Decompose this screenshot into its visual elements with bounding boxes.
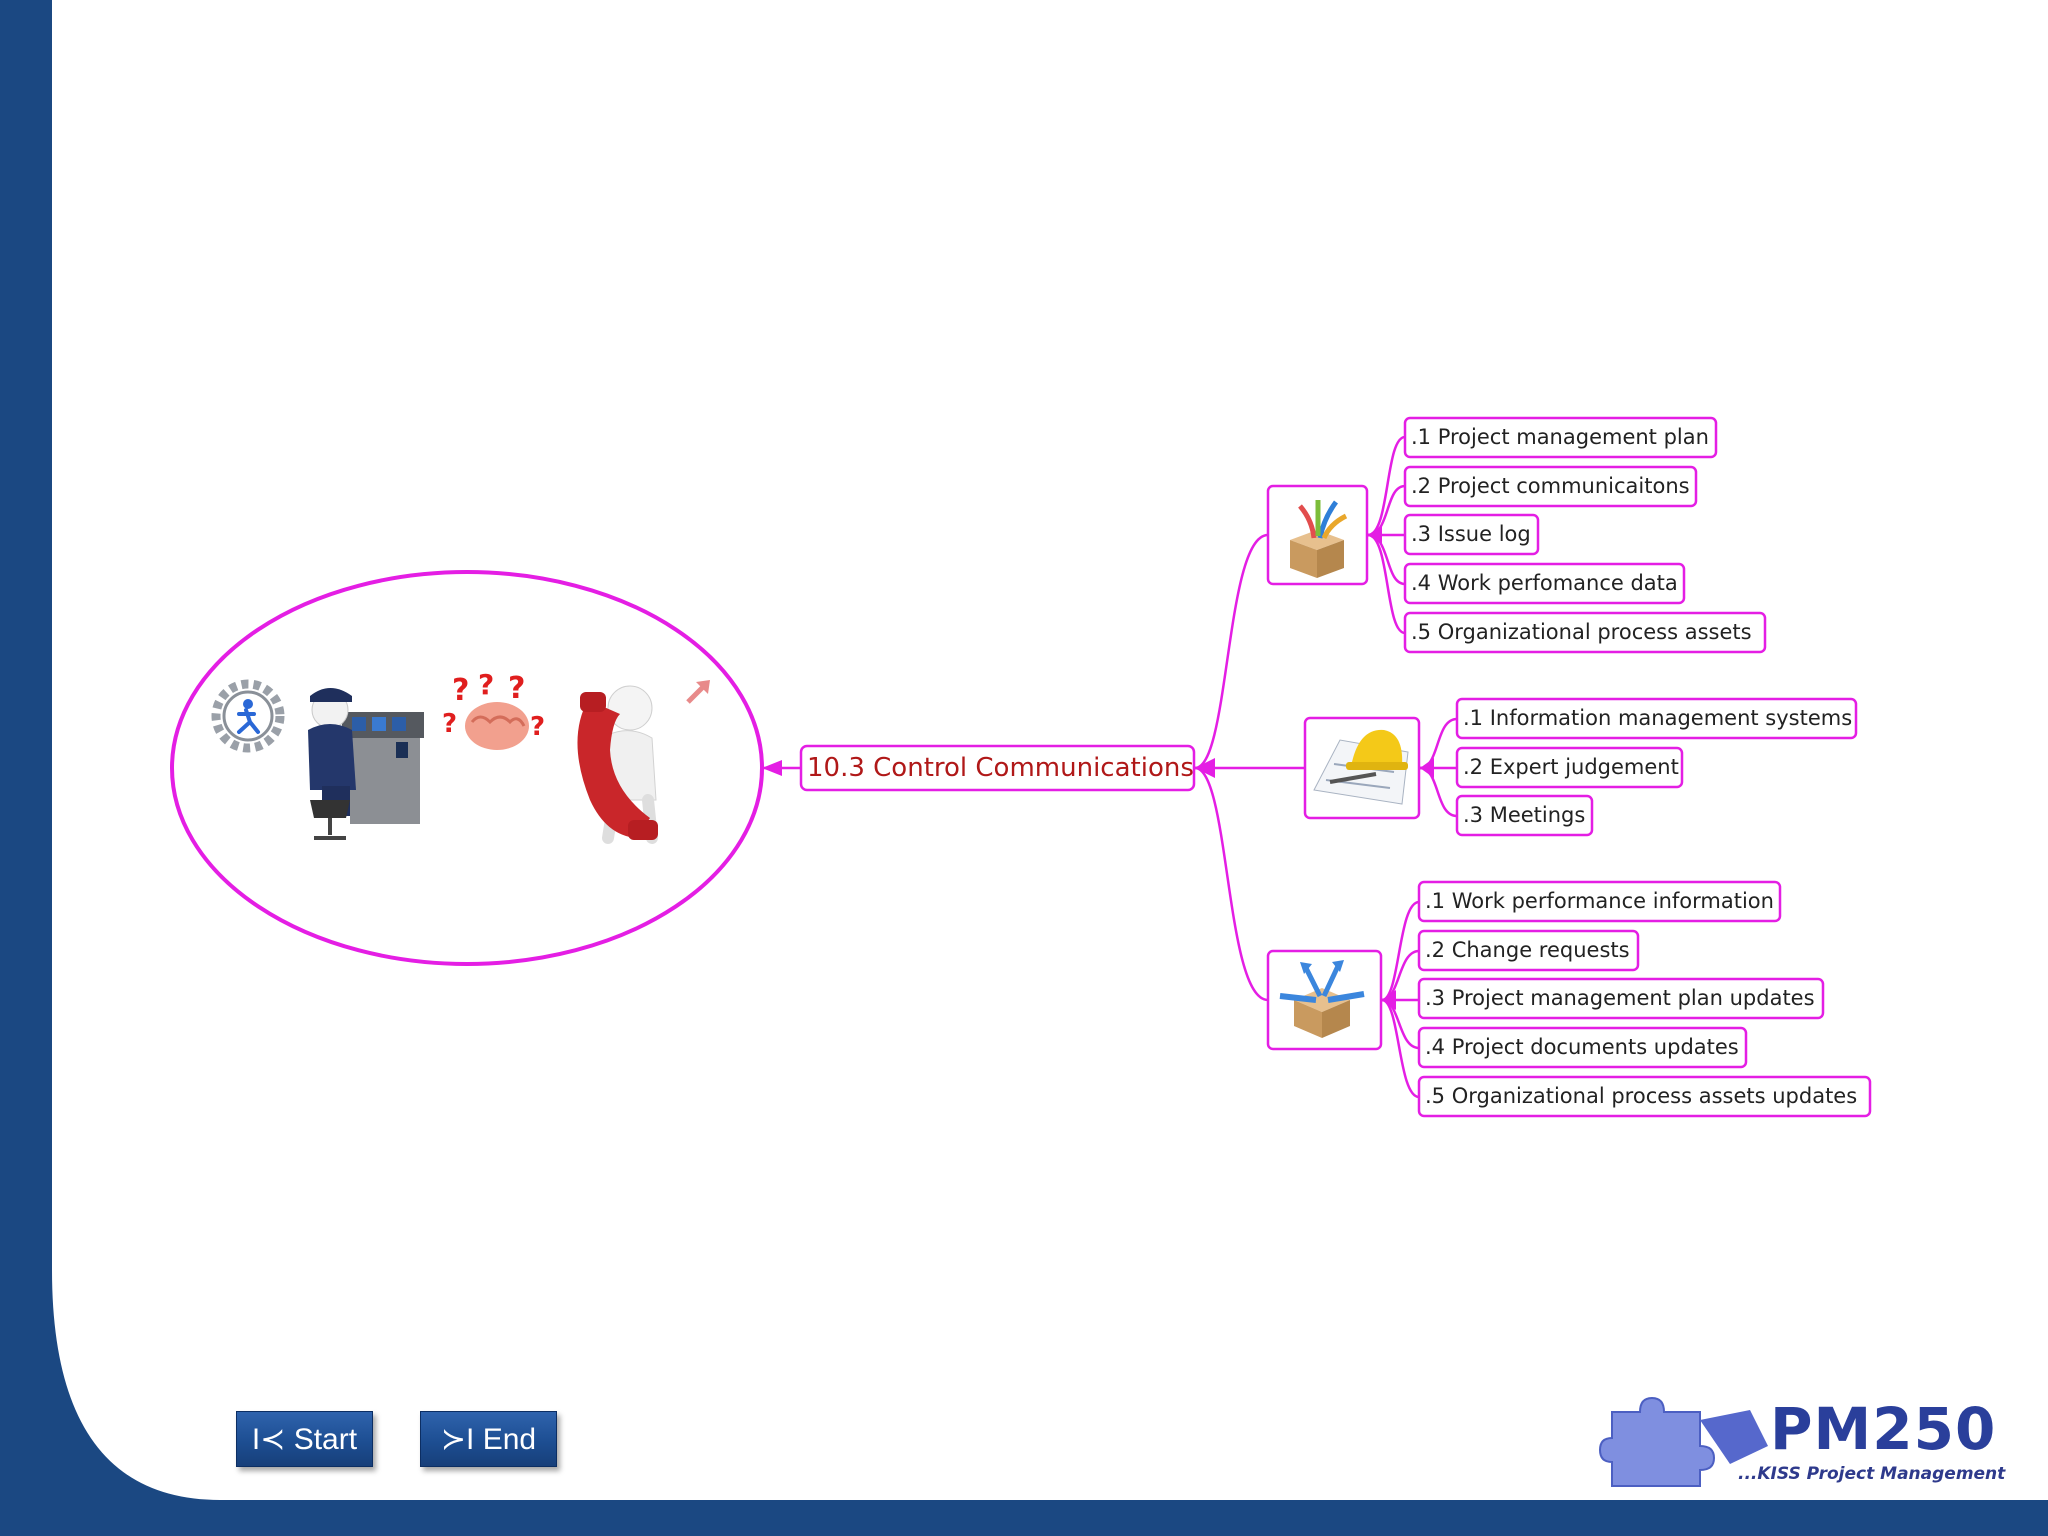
svg-text:?: ? bbox=[508, 671, 525, 706]
input-item-2: .2 Project communicaitons bbox=[1411, 474, 1690, 498]
output-item-box bbox=[1417, 977, 1825, 1020]
output-item-box bbox=[1417, 1026, 1748, 1069]
tool-item-3: .3 Meetings bbox=[1463, 803, 1586, 827]
end-button-label: ≻I End bbox=[440, 1422, 537, 1456]
input-item-4: .4 Work perfomance data bbox=[1411, 571, 1678, 595]
input-item-box bbox=[1403, 416, 1718, 459]
central-topic-box bbox=[799, 744, 1196, 792]
puzzle-logo-icon bbox=[1598, 1396, 1768, 1487]
svg-text:?: ? bbox=[442, 709, 457, 739]
svg-text:?: ? bbox=[452, 673, 469, 708]
output-item-box bbox=[1417, 880, 1782, 923]
input-item-box bbox=[1403, 562, 1686, 605]
operator-console-icon bbox=[308, 688, 424, 840]
picture-ellipse bbox=[170, 570, 764, 966]
tools-hardhat-icon bbox=[1313, 729, 1409, 805]
end-button[interactable]: ≻I End bbox=[420, 1411, 557, 1467]
input-item-box bbox=[1403, 465, 1698, 508]
tool-item-box bbox=[1455, 746, 1684, 789]
connector-arrowheads bbox=[762, 525, 1434, 1010]
gear-runner-icon bbox=[211, 679, 285, 753]
input-item-1: .1 Project management plan bbox=[1411, 425, 1709, 449]
logo-name: PM250 bbox=[1770, 1395, 1997, 1463]
tool-item-2: .2 Expert judgement bbox=[1463, 755, 1679, 779]
central-topic: 10.3 Control Communications bbox=[807, 753, 1194, 783]
output-item-4: .4 Project documents updates bbox=[1425, 1035, 1739, 1059]
input-item-box bbox=[1403, 611, 1767, 654]
logo-tagline: ...KISS Project Management bbox=[1738, 1464, 2006, 1484]
output-item-5: .5 Organizational process assets updates bbox=[1425, 1084, 1858, 1108]
input-item-5: .5 Organizational process assets bbox=[1411, 620, 1752, 644]
start-button-label: I≺ Start bbox=[251, 1422, 358, 1456]
svg-text:?: ? bbox=[478, 668, 494, 701]
output-item-2: .2 Change requests bbox=[1425, 938, 1630, 962]
start-button[interactable]: I≺ Start bbox=[236, 1411, 373, 1467]
output-item-1: .1 Work performance information bbox=[1425, 889, 1774, 913]
question-brain-icon: ? ? ? ? ? bbox=[442, 668, 545, 750]
arrow-icon bbox=[686, 680, 710, 704]
output-item-box bbox=[1417, 929, 1640, 972]
input-item-box bbox=[1403, 513, 1540, 556]
output-box-icon bbox=[1279, 960, 1365, 1038]
tool-item-1: .1 Information management systems bbox=[1463, 706, 1853, 730]
input-item-3: .3 Issue log bbox=[1411, 522, 1531, 546]
phone-person-icon bbox=[577, 685, 658, 844]
tool-item-box bbox=[1455, 794, 1594, 837]
output-item-box bbox=[1417, 1075, 1872, 1118]
svg-text:?: ? bbox=[530, 712, 545, 742]
input-box-icon bbox=[1290, 500, 1348, 578]
output-item-3: .3 Project management plan updates bbox=[1425, 986, 1815, 1010]
tool-item-box bbox=[1455, 697, 1858, 740]
